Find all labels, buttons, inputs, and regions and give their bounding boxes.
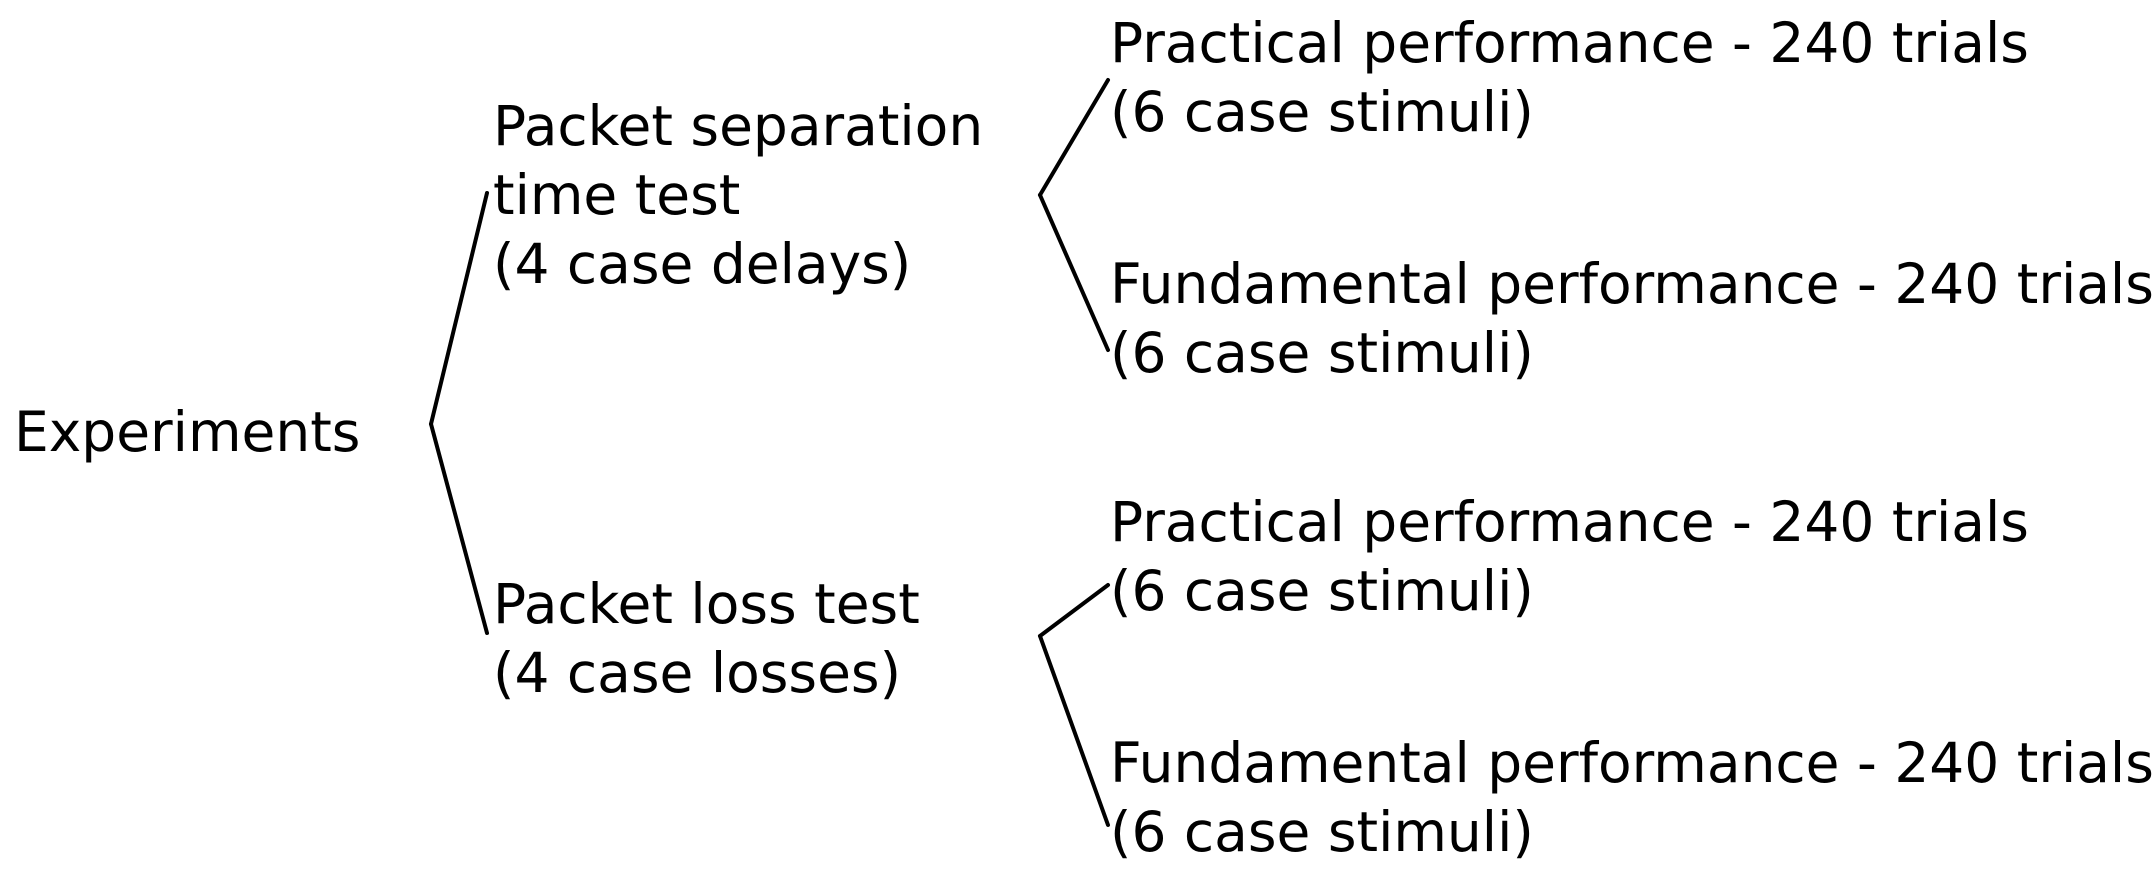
- branch-node-title-line-1: Packet separation: [493, 94, 984, 158]
- leaf-node-title: Fundamental performance - 240 trials: [1110, 252, 2154, 316]
- connector-separation-to-practical: [1038, 78, 1110, 197]
- connector-root-to-packet-loss: [429, 422, 489, 635]
- connector-root-to-packet-separation: [429, 191, 489, 426]
- root-node-experiments: Experiments: [14, 398, 360, 467]
- leaf-node-subtitle: (6 case stimuli): [1110, 321, 1534, 385]
- leaf-node-loss-fundamental-performance: Fundamental performance - 240 trials (6 …: [1110, 729, 2154, 867]
- branch-node-title-line-2: time test: [493, 163, 741, 227]
- leaf-node-subtitle: (6 case stimuli): [1110, 559, 1534, 623]
- branch-node-packet-loss-test: Packet loss test (4 case losses): [493, 570, 920, 708]
- branch-node-packet-separation-time-test: Packet separation time test (4 case dela…: [493, 92, 983, 299]
- leaf-node-title: Practical performance - 240 trials: [1110, 11, 2029, 75]
- branch-node-subtitle: (4 case delays): [493, 232, 912, 296]
- leaf-node-loss-practical-performance: Practical performance - 240 trials (6 ca…: [1110, 488, 2029, 626]
- root-node-label: Experiments: [14, 400, 361, 464]
- connector-loss-to-practical: [1038, 583, 1110, 638]
- leaf-node-subtitle: (6 case stimuli): [1110, 80, 1534, 144]
- leaf-node-subtitle: (6 case stimuli): [1110, 800, 1534, 864]
- leaf-node-title: Practical performance - 240 trials: [1110, 490, 2029, 554]
- branch-node-subtitle: (4 case losses): [493, 641, 902, 705]
- connector-loss-to-fundamental: [1038, 634, 1110, 827]
- leaf-node-separation-fundamental-performance: Fundamental performance - 240 trials (6 …: [1110, 250, 2154, 388]
- leaf-node-title: Fundamental performance - 240 trials: [1110, 731, 2154, 795]
- leaf-node-separation-practical-performance: Practical performance - 240 trials (6 ca…: [1110, 9, 2029, 147]
- branch-node-title: Packet loss test: [493, 572, 920, 636]
- connector-separation-to-fundamental: [1038, 193, 1110, 352]
